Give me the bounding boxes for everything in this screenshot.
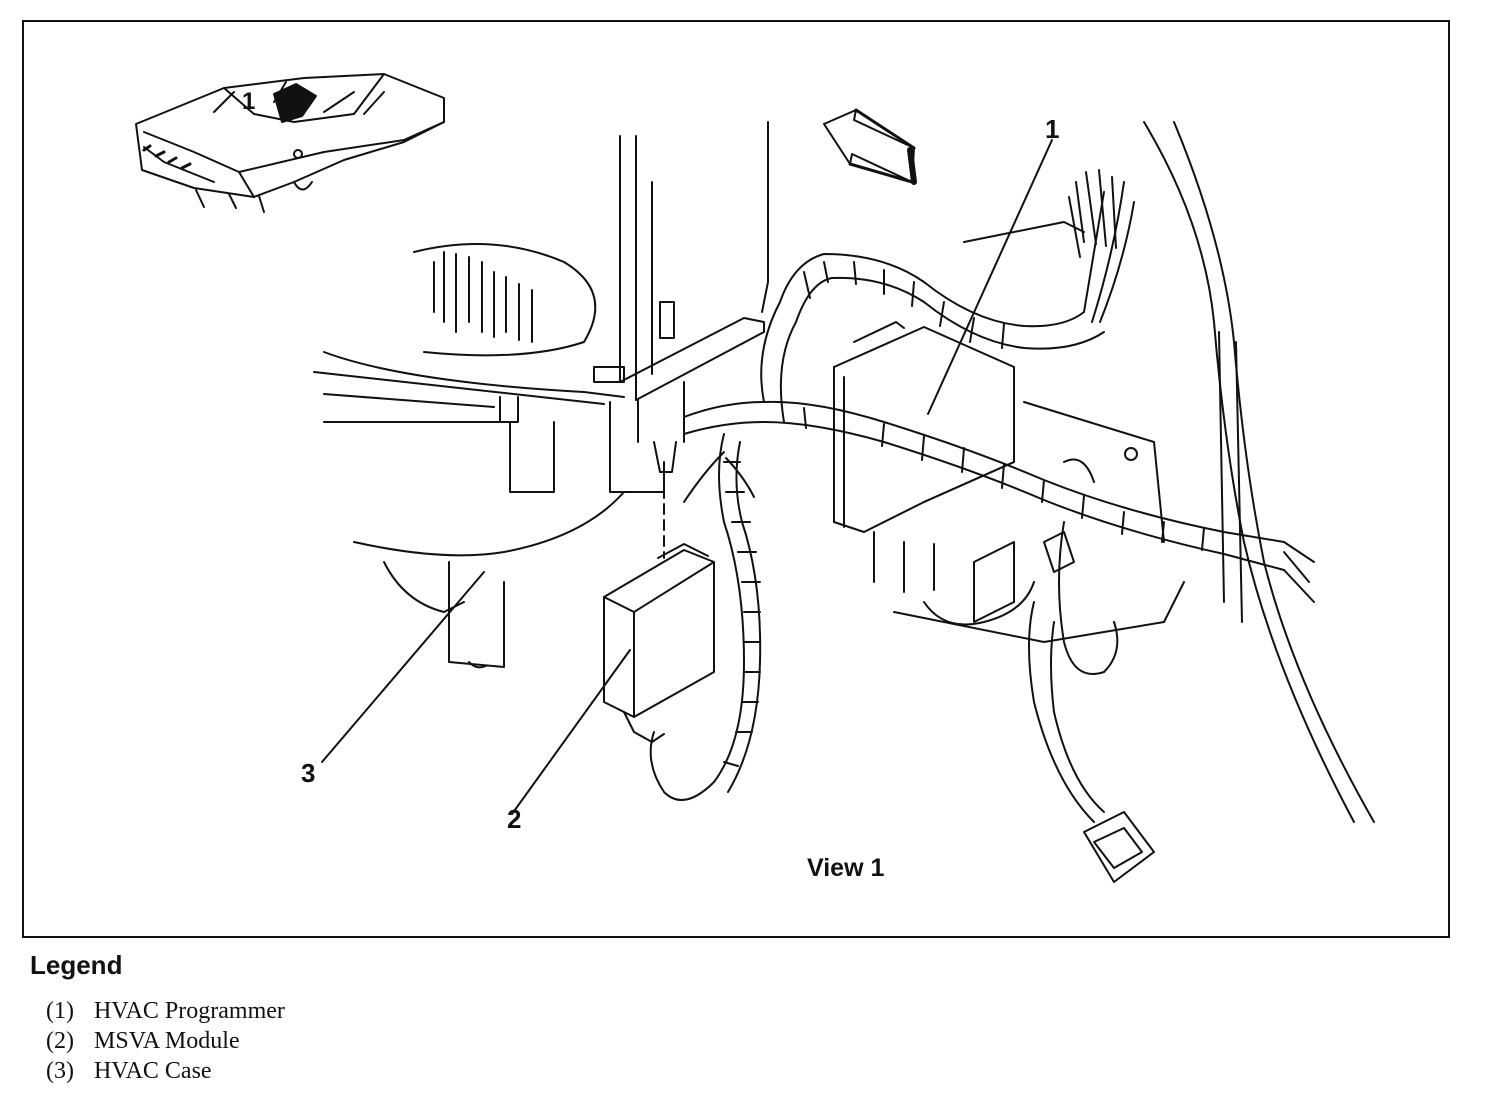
legend-item: (3) HVAC Case — [46, 1056, 285, 1086]
legend-item-label: HVAC Case — [94, 1058, 212, 1084]
legend-item-number: (2) — [46, 1028, 74, 1054]
msva-module — [603, 441, 715, 743]
legend-item: (1) HVAC Programmer — [46, 996, 285, 1026]
hvac-case — [313, 243, 625, 669]
vehicle-locator-icon — [135, 73, 445, 213]
legend-item-label: MSVA Module — [94, 1028, 240, 1054]
leader-lines — [321, 139, 1053, 815]
leader-line-3 — [321, 571, 485, 763]
hvac-programmer — [833, 321, 1015, 623]
callout-2: 2 — [507, 804, 522, 834]
view-label: View 1 — [807, 854, 885, 882]
callout-1: 1 — [1045, 114, 1060, 144]
line-art — [135, 73, 1375, 883]
body-pillar — [893, 121, 1375, 823]
direction-arrow-icon — [823, 108, 917, 185]
legend-title: Legend — [30, 950, 123, 980]
inset-number: 1 — [242, 88, 256, 115]
leader-line-1 — [927, 139, 1053, 415]
callout-3: 3 — [301, 758, 316, 788]
leader-line-2 — [511, 649, 631, 815]
figure-caption-cut — [585, 1094, 885, 1104]
legend-item-number: (3) — [46, 1058, 74, 1084]
diagram-frame: 1 2 3 1 View 1 — [22, 20, 1450, 938]
wiring-harness — [649, 169, 1315, 883]
legend-list: (1) HVAC Programmer (2) MSVA Module (3) HVA… — [46, 996, 285, 1086]
legend-item: (2) MSVA Module — [46, 1026, 285, 1056]
legend-item-number: (1) — [46, 998, 74, 1024]
legend-item-label: HVAC Programmer — [94, 998, 285, 1024]
dash-structure — [593, 121, 769, 493]
